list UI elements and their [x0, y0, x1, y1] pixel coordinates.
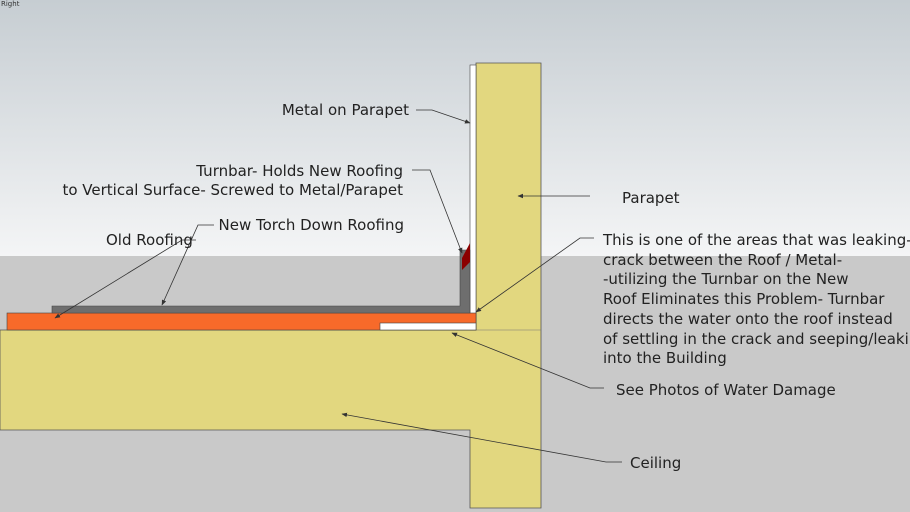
leak-note-line: of settling in the crack and seeping/lea…	[603, 330, 910, 348]
leak-note-line: -utilizing the Turnbar on the New	[603, 270, 849, 288]
leader-turnbar	[412, 169, 463, 254]
leak-note-line: Roof Eliminates this Problem- Turnbar	[603, 290, 885, 308]
label-leak-note: This is one of the areas that was leakin…	[602, 231, 910, 367]
label-metal-on-parapet: Metal on Parapet	[282, 101, 409, 119]
leader-photos	[451, 332, 604, 389]
leader-leak	[475, 237, 594, 313]
metal-flange	[379, 322, 477, 331]
label-ceiling: Ceiling	[630, 454, 681, 472]
leak-note-line: directs the water onto the roof instead	[603, 310, 893, 328]
label-old-roofing: Old Roofing	[106, 231, 193, 249]
label-new-torch-down: New Torch Down Roofing	[219, 216, 405, 234]
leader-old-roofing	[54, 239, 196, 319]
leader-lines	[54, 109, 622, 463]
label-turnbar-2: to Vertical Surface- Screwed to Metal/Pa…	[62, 181, 403, 199]
view-label: Right	[1, 0, 20, 8]
label-parapet: Parapet	[622, 189, 680, 207]
leader-new-roofing	[161, 224, 214, 306]
metal-on-parapet	[469, 64, 477, 331]
leak-note-line: into the Building	[603, 349, 727, 367]
label-turnbar-1: Turnbar- Holds New Roofing	[195, 162, 403, 180]
leak-note-line: crack between the Roof / Metal-	[603, 251, 842, 269]
leak-note-line: This is one of the areas that was leakin…	[602, 231, 910, 249]
leader-metal	[416, 109, 471, 124]
leader-ceiling	[341, 412, 622, 463]
turnbar	[462, 243, 470, 270]
sky-background	[0, 0, 910, 256]
label-see-photos: See Photos of Water Damage	[616, 381, 836, 399]
